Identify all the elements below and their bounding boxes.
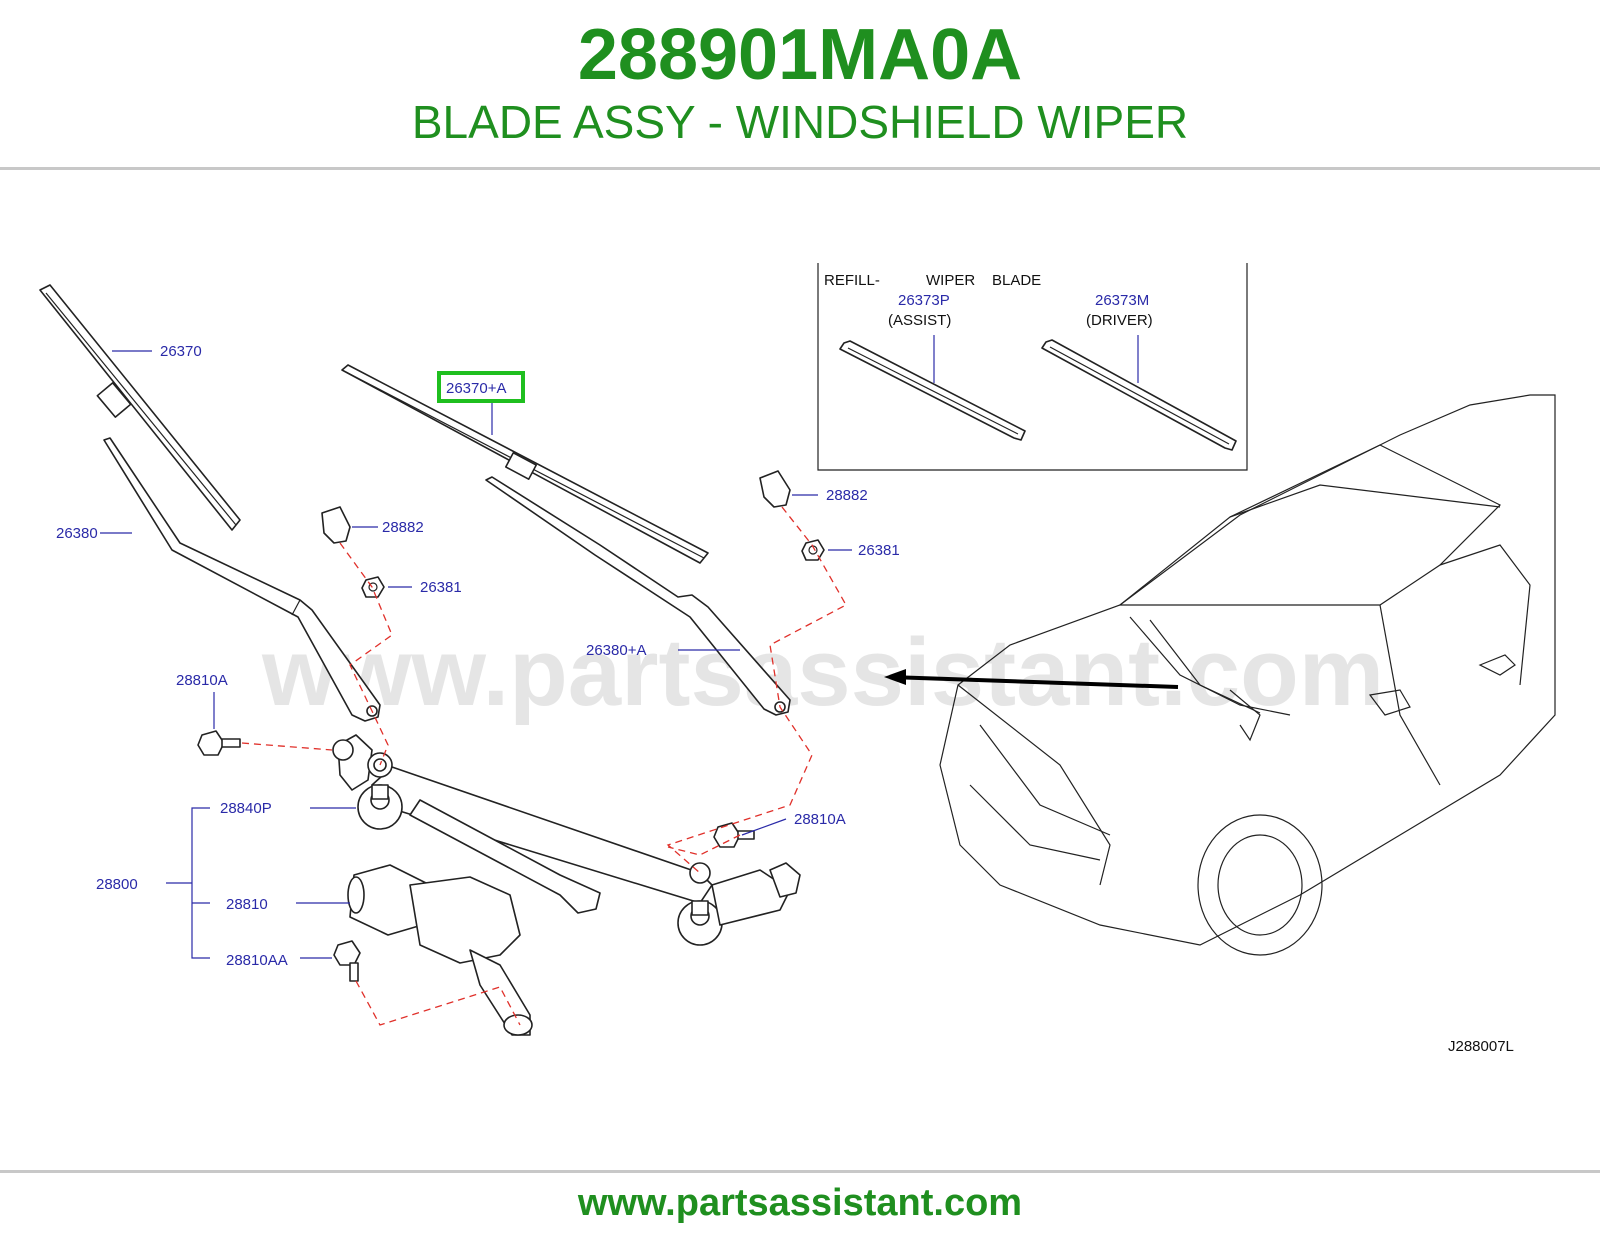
- bolt-right: 28810A: [713, 811, 846, 848]
- dashed-leaders: [241, 506, 847, 1026]
- footer-website[interactable]: www.partsassistant.com: [577, 1182, 1023, 1224]
- inset-title-refill: REFILL-: [824, 272, 880, 289]
- label-26380[interactable]: 26380: [56, 525, 98, 542]
- highlight-box: [437, 371, 525, 403]
- watermark-text: www.partsassistant.com: [261, 619, 1384, 726]
- footer-divider: [0, 1170, 1600, 1173]
- label-28810[interactable]: 28810: [226, 896, 268, 913]
- label-28810aa[interactable]: 28810AA: [226, 952, 288, 969]
- label-26373m[interactable]: 26373M: [1095, 292, 1149, 309]
- label-26373p[interactable]: 26373P: [898, 292, 950, 309]
- inset-title-wiper: WIPER: [926, 272, 975, 289]
- label-28810a-upper[interactable]: 28810A: [176, 672, 228, 689]
- refill-inset: REFILL- WIPER BLADE 26373P (ASSIST) 2637…: [817, 263, 1248, 471]
- label-28882-left[interactable]: 28882: [382, 519, 424, 536]
- bolt-lower: 28810AA: [226, 940, 361, 982]
- label-assist: (ASSIST): [888, 312, 951, 329]
- label-28810a-right[interactable]: 28810A: [794, 811, 846, 828]
- header-divider: [0, 167, 1600, 170]
- drawing-code: J288007L: [1448, 1038, 1514, 1055]
- assembly-bracket: 28800: [96, 807, 210, 959]
- part-description: BLADE ASSY - WINDSHIELD WIPER: [411, 96, 1189, 148]
- wiper-arm-right: 26380+A: [485, 476, 791, 716]
- label-26380a[interactable]: 26380+A: [586, 642, 646, 659]
- pivot-cap-left: 28882: [321, 506, 424, 544]
- label-28882-right[interactable]: 28882: [826, 487, 868, 504]
- pivot-nut-right: 26381: [801, 539, 900, 561]
- part-number-title: 288901MA0A: [577, 15, 1023, 95]
- wiper-blade-left: 26370: [39, 284, 241, 531]
- wiper-motor: 28810: [226, 864, 533, 1036]
- label-28800[interactable]: 28800: [96, 876, 138, 893]
- pivot-nut-left: 26381: [361, 576, 462, 598]
- parts-diagram: www.partsassistant.com REFILL- WIPER BLA…: [39, 263, 1556, 1055]
- label-26381-right[interactable]: 26381: [858, 542, 900, 559]
- label-driver: (DRIVER): [1086, 312, 1153, 329]
- label-26370[interactable]: 26370: [160, 343, 202, 360]
- pivot-cap-right: 28882: [759, 470, 868, 508]
- wiper-arm-left: 26380: [56, 437, 381, 722]
- label-26370a-highlighted[interactable]: 26370+A: [446, 380, 506, 397]
- label-26381-left[interactable]: 26381: [420, 579, 462, 596]
- wiper-blade-right: 26370+A: [341, 364, 709, 564]
- label-28840p[interactable]: 28840P: [220, 800, 272, 817]
- inset-title-blade: BLADE: [992, 272, 1041, 289]
- wiper-linkage: 28840P: [220, 734, 801, 946]
- car-illustration: [884, 394, 1556, 956]
- bolt-upper-left: 28810A: [176, 672, 241, 756]
